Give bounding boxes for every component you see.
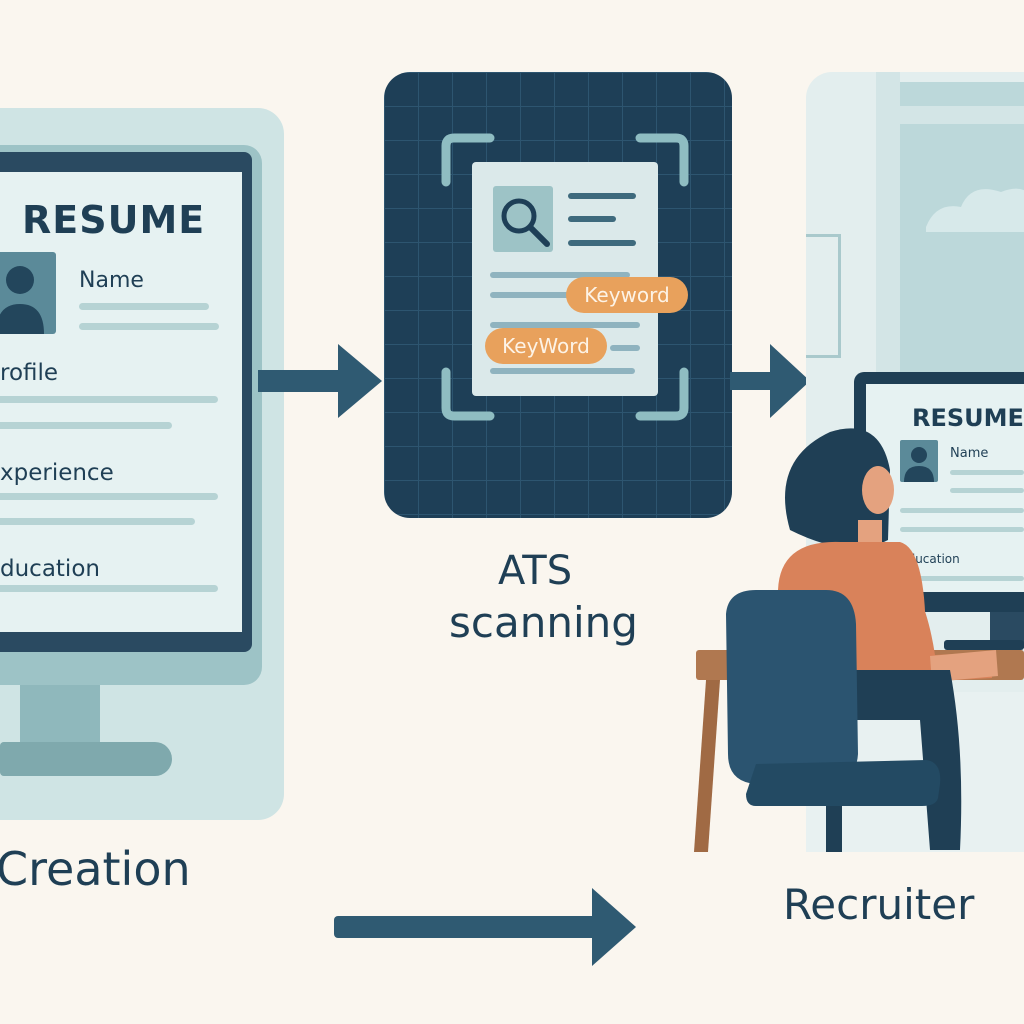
stage-label-ats-line1: ATS	[498, 548, 572, 594]
experience-line-2	[0, 518, 195, 525]
avatar-icon	[0, 252, 56, 334]
name-line-2	[79, 323, 219, 330]
section-experience: xperience	[0, 460, 114, 486]
keyword-badge-1-text: Keyword	[584, 283, 669, 307]
doc-line-8	[490, 368, 635, 374]
education-line-1	[0, 585, 218, 592]
keyword-badge-2-text: KeyWord	[502, 334, 590, 358]
cloud-icon	[926, 172, 1024, 232]
doc-line-5	[490, 292, 570, 298]
profile-line-2	[0, 422, 172, 429]
arrow-right-icon	[258, 340, 386, 424]
keyword-badge-1: Keyword	[566, 277, 688, 313]
arrow-right-icon	[730, 340, 814, 424]
name-line-1	[79, 303, 209, 310]
magnifier-icon	[493, 186, 553, 252]
name-label: Name	[79, 268, 144, 293]
profile-line-1	[0, 396, 218, 403]
arrow-right-icon	[334, 886, 640, 970]
stage-label-recruiter: Recruiter	[783, 880, 974, 929]
stage-label-ats-line2: scanning	[449, 598, 638, 647]
keyword-badge-2: KeyWord	[485, 328, 607, 364]
doc-line-3	[568, 240, 636, 246]
chair-icon	[716, 584, 946, 852]
resume-title: RESUME	[22, 198, 205, 242]
wall-frame	[806, 234, 841, 358]
stage-label-creation: Creation	[0, 842, 191, 896]
doc-line-2	[568, 216, 616, 222]
section-education: ducation	[0, 556, 100, 582]
monitor-base	[0, 742, 172, 776]
window-frame-top	[898, 106, 1024, 124]
doc-line-7	[610, 345, 640, 351]
doc-line-1	[568, 193, 636, 199]
monitor-stand	[20, 685, 100, 745]
section-profile: rofile	[0, 360, 58, 386]
experience-line-1	[0, 493, 218, 500]
